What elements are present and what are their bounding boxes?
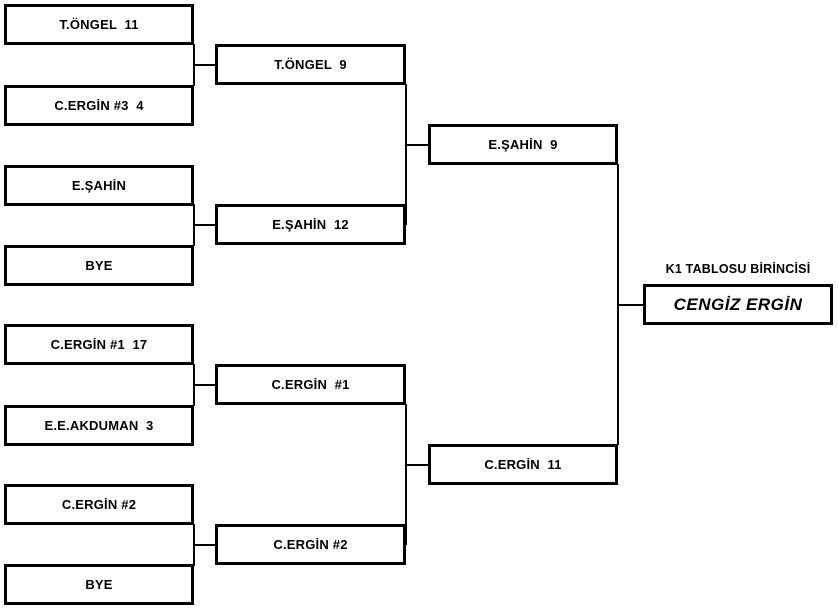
connector-r2-pair-2-horizontal	[405, 464, 429, 466]
round1-match-slot-3[interactable]: E.ŞAHİN	[4, 165, 194, 206]
connector-r1-pair-1-horizontal	[193, 64, 215, 66]
round1-match-slot-4[interactable]: BYE	[4, 245, 194, 286]
connector-r2-pair-2-vertical	[405, 404, 407, 545]
connector-r1-pair-2-horizontal	[193, 224, 215, 226]
round2-match-slot-3[interactable]: C.ERGİN #1	[215, 364, 406, 405]
round1-match-slot-1[interactable]: T.ÖNGEL 11	[4, 4, 194, 45]
round1-match-slot-5[interactable]: C.ERGİN #1 17	[4, 324, 194, 365]
connector-r1-pair-3-horizontal	[193, 384, 215, 386]
round2-match-slot-4[interactable]: C.ERGİN #2	[215, 524, 406, 565]
round1-match-slot-7[interactable]: C.ERGİN #2	[4, 484, 194, 525]
round1-match-slot-8[interactable]: BYE	[4, 564, 194, 605]
semifinal-match-slot-1[interactable]: E.ŞAHİN 9	[428, 124, 618, 165]
round1-match-slot-2[interactable]: C.ERGİN #3 4	[4, 85, 194, 126]
connector-semifinal-horizontal	[617, 304, 644, 306]
semifinal-match-slot-2[interactable]: C.ERGİN 11	[428, 444, 618, 485]
round2-match-slot-1[interactable]: T.ÖNGEL 9	[215, 44, 406, 85]
winner-title-label: K1 TABLOSU BİRİNCİSİ	[665, 262, 811, 276]
connector-r2-pair-1-vertical	[405, 84, 407, 225]
winner-box[interactable]: CENGİZ ERGİN	[643, 284, 833, 325]
round2-match-slot-2[interactable]: E.ŞAHİN 12	[215, 204, 406, 245]
connector-r1-pair-4-horizontal	[193, 544, 215, 546]
round1-match-slot-6[interactable]: E.E.AKDUMAN 3	[4, 405, 194, 446]
connector-r2-pair-1-horizontal	[405, 144, 429, 146]
